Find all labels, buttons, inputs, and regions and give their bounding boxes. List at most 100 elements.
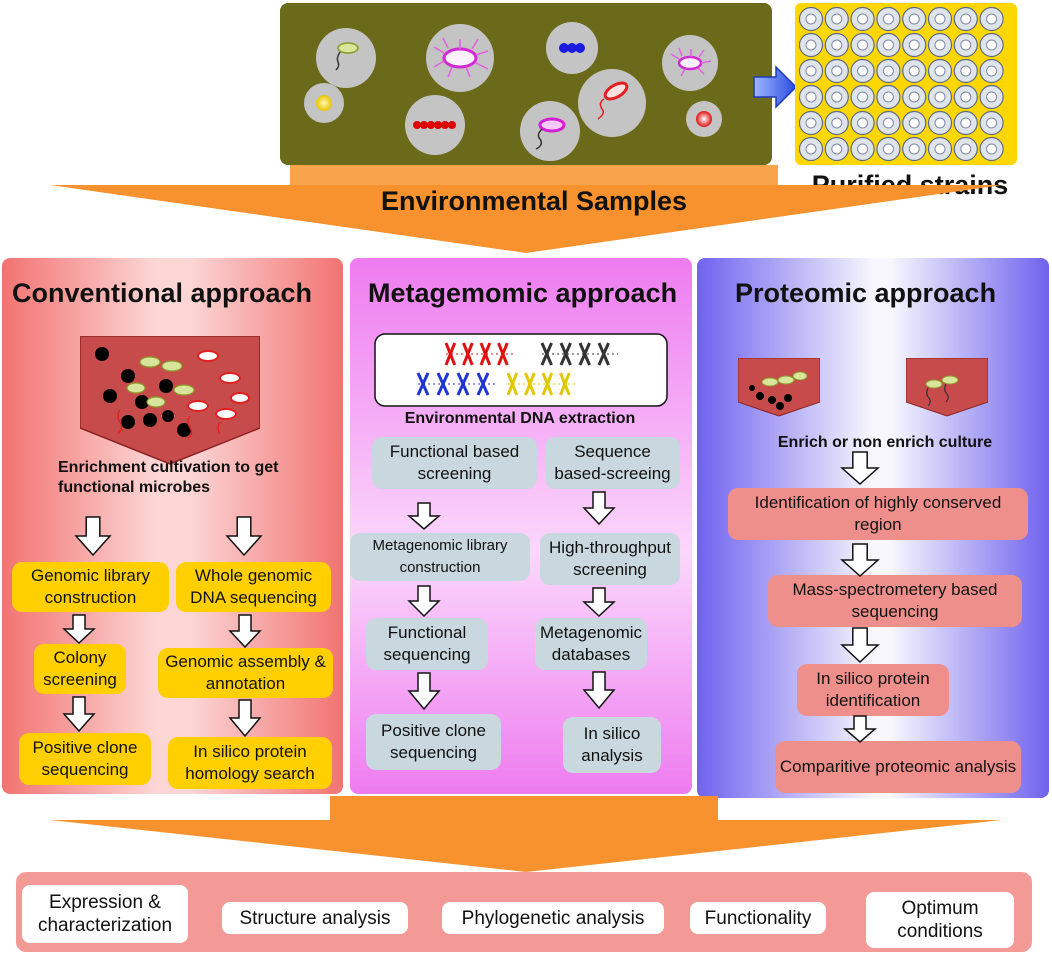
colony-center-icon xyxy=(960,117,972,129)
colony-center-icon xyxy=(986,39,998,51)
colony-screening-box: Colony screening xyxy=(34,644,126,694)
metagenomic-databases-box: Metagenomic databases xyxy=(535,618,647,670)
down-arrow-icon xyxy=(582,587,616,618)
expression-box: Expression & characterization xyxy=(22,885,188,943)
functional-screening-box: Functional based screening xyxy=(372,437,537,489)
colony-center-icon xyxy=(908,91,920,103)
colony-center-icon xyxy=(882,13,894,25)
black-dna-helix-icon xyxy=(540,342,618,366)
colony-center-icon xyxy=(960,39,972,51)
colony-center-icon xyxy=(882,143,894,155)
colony-center-icon xyxy=(857,39,869,51)
down-arrow-icon xyxy=(582,491,616,526)
colony-center-icon xyxy=(831,143,843,155)
mass-spec-box: Mass-spectrometery based sequencing xyxy=(768,575,1022,627)
dna-helix-illustration xyxy=(374,333,668,407)
colony-center-icon xyxy=(857,65,869,77)
arrow-to-purified-strains-icon xyxy=(753,65,798,109)
colony-center-icon xyxy=(857,91,869,103)
whole-genomic-box: Whole genomic DNA sequencing xyxy=(176,562,331,612)
down-arrow-icon xyxy=(62,614,96,645)
down-arrow-icon xyxy=(842,715,878,743)
colony-center-icon xyxy=(805,143,817,155)
down-arrow-icon xyxy=(840,451,880,486)
colony-center-icon xyxy=(908,39,920,51)
colony-center-icon xyxy=(857,143,869,155)
structure-analysis-box: Structure analysis xyxy=(222,902,408,934)
down-arrow-icon xyxy=(228,699,262,738)
colony-center-icon xyxy=(986,65,998,77)
down-arrow-icon xyxy=(840,543,880,578)
down-arrow-icon xyxy=(406,502,442,530)
comparative-proteomic-box: Comparitive proteomic analysis xyxy=(775,741,1021,793)
in-silico-protein-box: In silico protein identification xyxy=(797,664,949,716)
positive-clone-box-conventional: Positive clone sequencing xyxy=(19,733,151,785)
colony-center-icon xyxy=(908,117,920,129)
colony-center-icon xyxy=(831,13,843,25)
conserved-region-box: Identification of highly conserved regio… xyxy=(728,488,1028,540)
blue-dna-helix-icon xyxy=(416,372,498,396)
phylogenetic-analysis-box: Phylogenetic analysis xyxy=(442,902,664,934)
colony-center-icon xyxy=(934,91,946,103)
colony-center-icon xyxy=(805,39,817,51)
colony-center-icon xyxy=(882,39,894,51)
down-arrow-icon xyxy=(840,627,880,664)
red-dna-helix-icon xyxy=(444,342,516,366)
culture-illustration-left xyxy=(738,358,820,417)
homology-search-box: In silico protein homology search xyxy=(168,737,332,789)
colony-center-icon xyxy=(960,13,972,25)
colony-center-icon xyxy=(882,117,894,129)
high-throughput-box: High-throughput screening xyxy=(540,533,680,585)
down-arrow-icon xyxy=(74,516,112,557)
library-construction-box: Metagenomic library construction xyxy=(350,533,530,581)
colony-center-icon xyxy=(960,143,972,155)
colony-center-icon xyxy=(934,13,946,25)
functional-sequencing-box: Functional sequencing xyxy=(366,618,488,670)
colony-center-icon xyxy=(934,143,946,155)
down-arrow-icon xyxy=(228,614,262,649)
positive-clone-box-metagenomic: Positive clone sequencing xyxy=(366,714,501,770)
dna-extraction-label: Environmental DNA extraction xyxy=(404,410,636,427)
functionality-box: Functionality xyxy=(690,902,826,934)
environmental-samples-label: Environmental Samples xyxy=(380,186,688,216)
colony-center-icon xyxy=(805,65,817,77)
genomic-assembly-box: Genomic assembly & annotation xyxy=(158,648,333,698)
colony-center-icon xyxy=(986,117,998,129)
colony-center-icon xyxy=(908,143,920,155)
colony-center-icon xyxy=(831,117,843,129)
colony-center-icon xyxy=(934,65,946,77)
colony-center-icon xyxy=(857,13,869,25)
down-arrow-icon xyxy=(407,672,441,711)
colony-center-icon xyxy=(986,143,998,155)
purified-strains-plate xyxy=(795,3,1017,165)
colony-center-icon xyxy=(831,39,843,51)
optimum-conditions-box: Optimum conditions xyxy=(866,892,1014,948)
down-arrow-icon xyxy=(407,585,441,618)
top-funnel-arrow xyxy=(50,165,1002,253)
culture-label: Enrich or non enrich culture xyxy=(777,434,993,451)
environmental-sample-illustration xyxy=(280,3,772,165)
colony-center-icon xyxy=(805,91,817,103)
colony-center-icon xyxy=(882,65,894,77)
colony-center-icon xyxy=(831,91,843,103)
enrichment-culture-illustration xyxy=(80,336,260,465)
down-arrow-icon xyxy=(62,696,96,733)
genomic-library-box: Genomic library construction xyxy=(12,562,169,612)
colony-center-icon xyxy=(934,39,946,51)
colony-center-icon xyxy=(831,65,843,77)
colony-center-icon xyxy=(960,91,972,103)
conventional-title: Conventional approach xyxy=(12,278,313,308)
metagenomic-title: Metagemomic approach xyxy=(368,278,678,308)
colony-center-icon xyxy=(986,91,998,103)
proteomic-title: Proteomic approach xyxy=(735,278,997,308)
colony-center-icon xyxy=(857,117,869,129)
culture-illustration-right xyxy=(906,358,988,417)
colony-center-icon xyxy=(986,13,998,25)
down-arrow-icon xyxy=(582,671,616,710)
colony-center-icon xyxy=(908,65,920,77)
colony-center-icon xyxy=(908,13,920,25)
colony-center-icon xyxy=(805,13,817,25)
bottom-funnel-arrow xyxy=(50,796,1002,872)
enrichment-caption: Enrichment cultivation to get functional… xyxy=(58,459,279,496)
